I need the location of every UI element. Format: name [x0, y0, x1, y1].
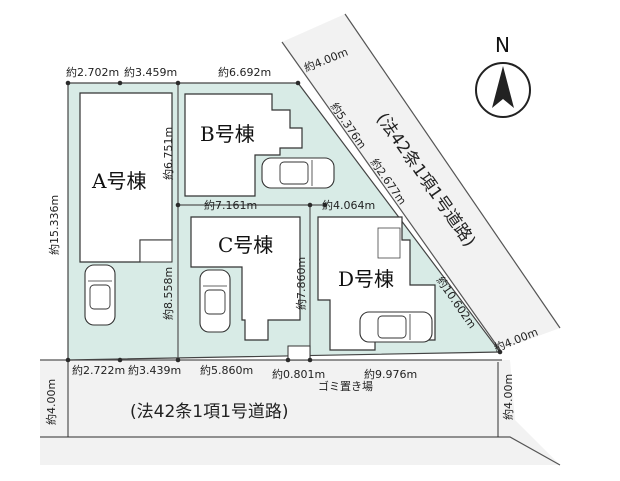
dim-d-left: 約7.860m: [294, 257, 308, 310]
dim-bottom-c: 約5.860m: [200, 363, 253, 377]
car-b: [261, 157, 335, 189]
car-a: [84, 264, 116, 326]
house-c: [190, 216, 301, 341]
dim-top-b: 約6.692m: [218, 65, 271, 79]
road-width-markers: [67, 362, 499, 437]
house-c-label: C号棟: [218, 233, 273, 257]
house-d-label: D号棟: [338, 267, 394, 291]
dim-bottom-a1: 約2.722m: [72, 363, 125, 377]
dim-bottom-a2: 約3.439m: [128, 363, 181, 377]
boundary-points: [65, 80, 503, 363]
north-arrow: [475, 62, 531, 118]
dim-bc-mid: 約7.161m: [204, 198, 257, 212]
dim-top-a1: 約2.702m: [66, 65, 119, 79]
dim-road-left: 約4.00m: [44, 379, 58, 425]
house-a-label: A号棟: [91, 169, 146, 193]
garbage-label: ゴミ置き場: [318, 379, 373, 393]
dim-top-a2: 約3.459m: [124, 65, 177, 79]
garbage-area: [287, 345, 311, 361]
road-bottom-name: (法42条1項1号道路): [130, 402, 289, 422]
house-b-label: B号棟: [200, 122, 255, 146]
car-d: [359, 311, 433, 343]
diagonal-road: [282, 14, 560, 350]
dim-b-left: 約6.751m: [161, 127, 175, 180]
car-c: [199, 269, 231, 333]
dim-bottom-g: 約0.801m: [272, 367, 325, 381]
dim-d-top: 約4.064m: [322, 198, 375, 212]
dim-road-bottom-right: 約4.00m: [501, 374, 515, 420]
dim-a-left: 約15.336m: [47, 195, 61, 255]
bottom-road: [40, 360, 560, 465]
house-b: [184, 93, 303, 197]
dim-c-left: 約8.558m: [161, 267, 175, 320]
dim-bottom-d: 約9.976m: [364, 367, 417, 381]
north-letter: N: [495, 33, 510, 57]
